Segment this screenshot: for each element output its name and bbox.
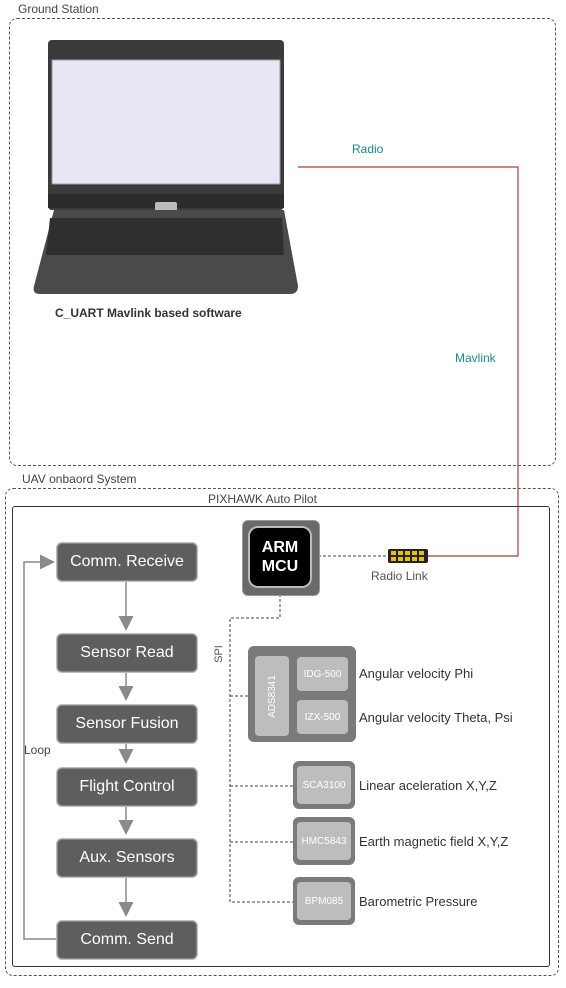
loop-label: Loop <box>24 743 51 757</box>
izx500-description: Angular velocity Theta, Psi <box>359 710 513 725</box>
uav-title: UAV onbaord System <box>22 472 137 486</box>
sca3100-chip: SCA3100 <box>297 766 351 804</box>
ads8341-label: ADS8341 <box>266 674 278 718</box>
mcu-line-1: ARM <box>261 539 299 556</box>
autopilot-title: PIXHAWK Auto Pilot <box>208 492 317 506</box>
laptop-icon <box>33 40 298 294</box>
uav-region <box>5 488 559 976</box>
hmc5843-description: Earth magnetic field X,Y,Z <box>359 834 509 849</box>
ground-station-region <box>9 18 556 466</box>
radio-label: Radio <box>352 142 384 156</box>
arm-mcu: ARM MCU <box>242 520 320 596</box>
sca3100-description: Linear aceleration X,Y,Z <box>359 778 497 793</box>
ground-station-title: Ground Station <box>18 2 99 16</box>
radio-link-label: Radio Link <box>371 569 428 583</box>
radio-link-connector-icon <box>388 549 428 563</box>
mcu-line-2: MCU <box>261 558 299 575</box>
hmc5843-chip: HMC5843 <box>297 822 351 860</box>
spi-label: SPI <box>212 645 225 663</box>
software-label: C_UART Mavlink based software <box>55 306 242 320</box>
izx500-chip: IZX-500 <box>297 700 348 734</box>
mavlink-label: Mavlink <box>455 351 496 365</box>
flow-step-sensor-fusion: Sensor Fusion <box>56 704 198 744</box>
idg500-description: Angular velocity Phi <box>359 666 474 681</box>
flow-step-aux-sensors: Aux. Sensors <box>56 838 198 878</box>
loop-line <box>23 554 56 940</box>
idg500-chip: IDG-500 <box>297 657 348 691</box>
bpm085-chip: BPM085 <box>297 882 351 920</box>
bpm085-description: Barometric Pressure <box>359 894 478 909</box>
autopilot-region <box>12 506 550 967</box>
flow-step-comm-receive: Comm. Receive <box>56 542 198 582</box>
ads8341-chip: ADS8341 <box>255 656 289 736</box>
radio-link-line <box>298 166 519 557</box>
flow-step-flight-control: Flight Control <box>56 767 198 807</box>
flow-step-comm-send: Comm. Send <box>56 920 198 960</box>
flow-step-sensor-read: Sensor Read <box>56 633 198 673</box>
spi-bus <box>229 594 296 903</box>
